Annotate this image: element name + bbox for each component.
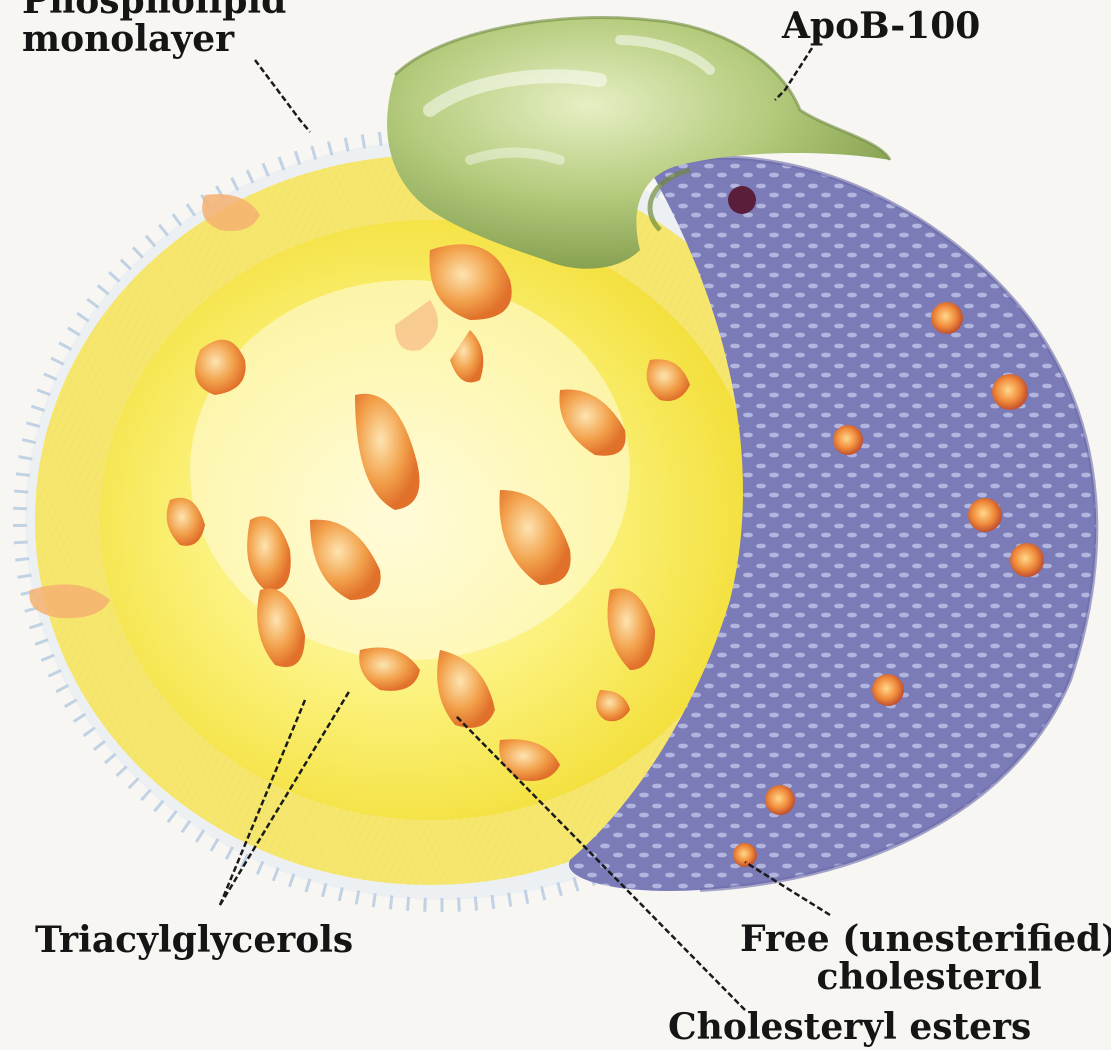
label-phospholipid-line1: Phospholipid	[22, 0, 286, 20]
label-triacylglycerols: Triacylglycerols	[35, 920, 353, 960]
label-free-cholesterol: Free (unesterified) cholesterol	[740, 920, 1111, 996]
label-free-cholesterol-line2: cholesterol	[740, 958, 1111, 996]
label-phospholipid-monolayer: Phospholipid monolayer	[22, 0, 286, 58]
leader-phospholipid	[255, 60, 310, 132]
label-cholesteryl-esters: Cholesteryl esters	[668, 1007, 1031, 1047]
label-phospholipid-line2: monolayer	[22, 20, 286, 58]
label-apob-100: ApoB-100	[782, 6, 980, 46]
label-free-cholesterol-line1: Free (unesterified)	[740, 920, 1111, 958]
